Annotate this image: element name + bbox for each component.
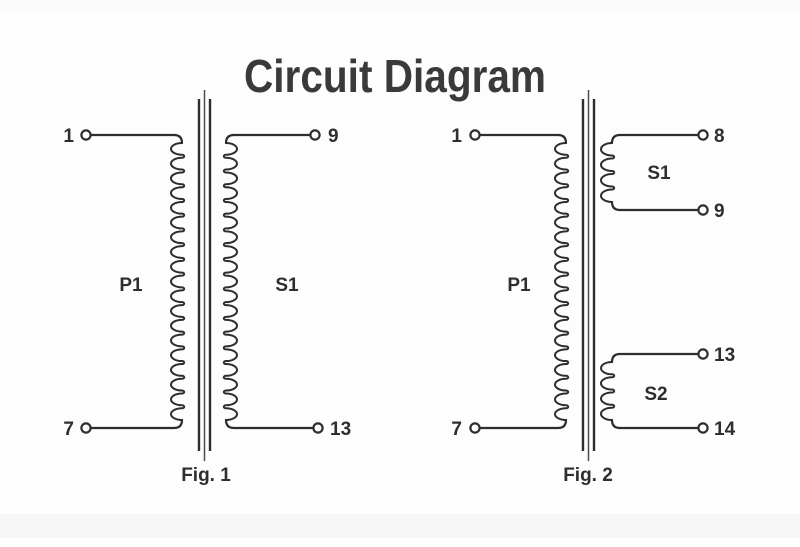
fig1-terminal-13-label: 13 — [330, 419, 351, 440]
fig2-terminal-14-circle — [697, 422, 709, 434]
fig2-primary-coil — [554, 142, 570, 421]
fig2-terminal-7-label: 7 — [451, 419, 462, 440]
fig2-secondary1-winding-label: S1 — [647, 163, 671, 184]
fig2-s1-bottom-wire — [610, 200, 700, 212]
fig2-terminal-7-circle — [469, 422, 481, 434]
fig1-terminal-1-circle — [80, 129, 92, 141]
fig2-terminal-13-label: 13 — [714, 345, 735, 366]
fig1-terminal-9-circle — [309, 129, 321, 141]
page-title: Circuit Diagram — [244, 50, 546, 102]
figure-2: 1 7 8 9 13 14 P1 S1 S2 Fig. 2 — [451, 90, 736, 486]
fig2-s1-top-wire — [610, 133, 700, 145]
fig2-terminal-14-label: 14 — [714, 419, 736, 440]
fig1-primary-bottom-wire — [89, 418, 184, 430]
fig1-secondary-coil — [222, 142, 238, 421]
fig1-terminal-1-label: 1 — [63, 126, 74, 147]
figure-1: 1 9 7 13 P1 S1 Fig. 1 — [63, 90, 351, 486]
fig1-primary-top-wire — [89, 133, 184, 145]
fig2-s1-coil — [600, 142, 616, 203]
fig1-terminal-7-label: 7 — [63, 419, 74, 440]
fig2-terminal-1-label: 1 — [451, 126, 462, 147]
fig2-terminal-9-label: 9 — [714, 201, 725, 222]
fig2-primary-bottom-wire — [478, 418, 568, 430]
fig1-primary-coil — [170, 142, 186, 421]
fig2-primary-top-wire — [478, 133, 568, 145]
fig1-caption: Fig. 1 — [181, 465, 231, 486]
fig2-primary-winding-label: P1 — [507, 275, 531, 296]
fig1-secondary-winding-label: S1 — [275, 275, 299, 296]
fig1-primary-winding-label: P1 — [119, 275, 143, 296]
fig2-caption: Fig. 2 — [563, 465, 613, 486]
fig2-terminal-9-circle — [697, 204, 709, 216]
fig2-terminal-13-circle — [697, 348, 709, 360]
fig1-terminal-13-circle — [312, 422, 324, 434]
fig2-terminal-1-circle — [469, 129, 481, 141]
fig1-terminal-9-label: 9 — [328, 126, 339, 147]
fig1-secondary-top-wire — [224, 133, 312, 145]
fig2-terminal-8-circle — [697, 129, 709, 141]
fig1-terminal-7-circle — [80, 422, 92, 434]
fig2-secondary2-winding-label: S2 — [644, 384, 667, 405]
fig1-secondary-bottom-wire — [224, 418, 315, 430]
fig2-s2-bottom-wire — [610, 418, 700, 430]
fig2-s2-coil — [600, 361, 616, 421]
fig2-terminal-8-label: 8 — [714, 126, 725, 147]
fig2-s2-top-wire — [610, 352, 700, 364]
